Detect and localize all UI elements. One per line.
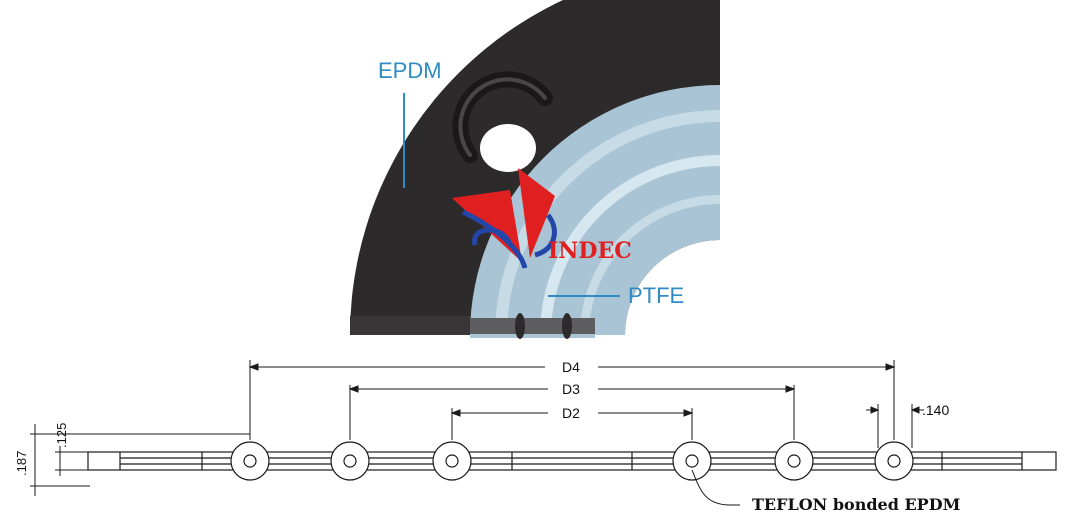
bead-rings: [230, 441, 914, 481]
ptfe-band-inner: [540, 155, 720, 335]
ptfe-band-inner2: [580, 195, 720, 335]
strip-outline: [87, 451, 1057, 471]
logo-text: INDEC: [548, 238, 632, 264]
ptfe-label: PTFE: [628, 283, 684, 308]
note-leader: [691, 469, 740, 506]
dim-d2-lines: [450, 408, 694, 440]
edge-ridge-2: [562, 313, 572, 339]
dim-d3: D3: [562, 381, 580, 397]
epdm-label: EPDM: [378, 58, 442, 83]
dim-d2: D2: [562, 405, 580, 421]
gasket-section: [350, 0, 720, 335]
ptfe-bottom-edge: [470, 318, 595, 334]
ptfe-bottom-lip: [470, 334, 595, 338]
dim-140: .140: [922, 402, 949, 418]
dim-125: .125: [54, 423, 69, 448]
dim-d4: D4: [562, 359, 580, 375]
dim-d3-lines: [348, 385, 796, 440]
gasket-bottom-edge: [350, 316, 470, 335]
dim-187: .187: [14, 451, 29, 476]
bolt-hole-icon: [452, 71, 553, 172]
edge-ridge-1: [515, 313, 525, 339]
indec-logo-icon: INDEC: [452, 168, 632, 269]
note-text: TEFLON bonded EPDM: [752, 495, 960, 514]
thickness-dimensions: [30, 424, 250, 496]
dim-140-lines: [866, 404, 924, 448]
cross-section: [87, 451, 1057, 471]
dim-d4-lines: [248, 360, 896, 440]
